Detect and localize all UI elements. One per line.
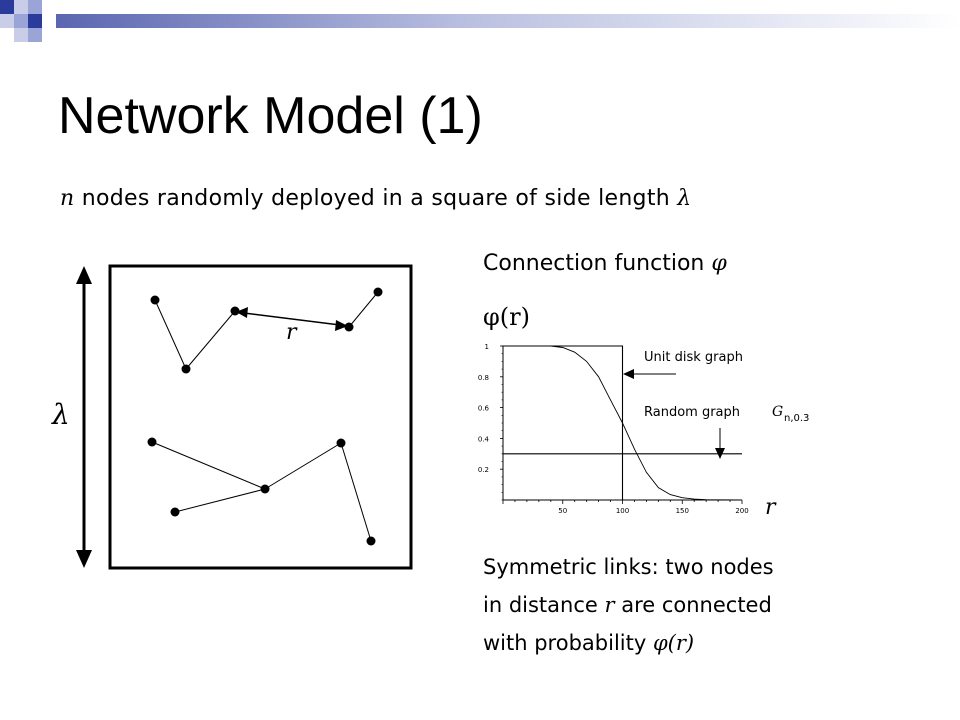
network-diagram: r xyxy=(76,264,413,570)
corner-decoration xyxy=(0,0,42,42)
x-tick-label: 200 xyxy=(735,507,748,515)
arrow-head-down xyxy=(76,550,92,568)
x-tick-label: 150 xyxy=(676,507,689,515)
deco-square xyxy=(28,28,42,42)
phi-axis-label: φ(r) xyxy=(483,303,531,331)
node xyxy=(147,437,157,447)
edge xyxy=(174,488,266,513)
annotation-arrowhead-unit-disk xyxy=(623,369,634,379)
node xyxy=(336,438,346,448)
arrow-head-up xyxy=(76,266,92,284)
edge xyxy=(185,310,236,370)
connection-heading-symbol: φ xyxy=(711,251,727,276)
deco-square xyxy=(14,0,28,14)
node xyxy=(344,322,354,332)
node xyxy=(366,536,376,546)
x-axis-label: r xyxy=(765,495,777,520)
annotation-random-graph-math: G xyxy=(772,404,783,420)
sym-line-3-pre: with probability xyxy=(483,631,653,655)
distance-arrow xyxy=(243,312,341,326)
deco-square xyxy=(28,0,42,14)
intro-body: nodes randomly deployed in a square of s… xyxy=(74,186,678,211)
y-tick-label: 1 xyxy=(485,343,489,351)
annotation-random-graph: Random graph xyxy=(644,405,740,420)
sym-line-2-post: are connected xyxy=(614,593,772,617)
var-lambda: λ xyxy=(677,186,692,211)
node xyxy=(373,287,383,297)
sym-line-1: Symmetric links: two nodes xyxy=(483,555,774,579)
deco-square xyxy=(0,14,14,28)
y-tick-label: 0.6 xyxy=(478,405,490,413)
edge xyxy=(264,442,342,490)
sym-line-3: with probability φ(r) xyxy=(483,624,774,662)
node xyxy=(260,484,270,494)
deco-square xyxy=(14,28,28,42)
edge xyxy=(154,299,187,370)
var-n: n xyxy=(60,186,75,211)
node xyxy=(181,364,191,374)
y-tick-label: 0.2 xyxy=(478,466,489,474)
edge xyxy=(340,442,372,542)
x-tick-label: 100 xyxy=(616,507,629,515)
annotation-random-graph-sub: n,0.3 xyxy=(784,413,809,424)
page-title: Network Model (1) xyxy=(58,87,483,145)
sym-line-2-pre: in distance xyxy=(483,593,605,617)
x-tick-label: 50 xyxy=(558,507,567,515)
edge xyxy=(348,291,379,328)
network-edges xyxy=(151,291,379,542)
deco-square xyxy=(0,0,14,14)
distance-arrow-head-left xyxy=(236,307,248,318)
y-tick-label: 0.8 xyxy=(478,374,489,382)
deco-square xyxy=(28,14,42,28)
node xyxy=(230,306,240,316)
node xyxy=(150,295,160,305)
sym-line-2: in distance r are connected xyxy=(483,586,774,624)
y-tick-label: 0.4 xyxy=(478,435,490,443)
sym-var-phi: φ(r) xyxy=(652,631,695,655)
annotation-unit-disk: Unit disk graph xyxy=(644,350,743,365)
sym-var-r: r xyxy=(604,593,615,617)
intro-text: n nodes randomly deployed in a square of… xyxy=(60,186,692,211)
smooth-connection-series xyxy=(503,345,743,501)
connection-heading: Connection function φ xyxy=(483,251,727,276)
deco-square xyxy=(14,14,28,28)
network-nodes xyxy=(147,287,383,546)
symmetric-links-text: Symmetric links: two nodes in distance r… xyxy=(483,548,774,662)
edge xyxy=(151,441,266,490)
connection-heading-text: Connection function xyxy=(483,251,712,276)
edge-label-r: r xyxy=(286,320,298,345)
node xyxy=(170,507,180,517)
deployment-square xyxy=(108,264,413,570)
distance-arrow-head-right xyxy=(335,320,348,331)
side-length-label: λ xyxy=(52,398,70,431)
annotation-arrowhead-random-graph xyxy=(715,448,725,459)
header-gradient-bar xyxy=(56,14,960,28)
